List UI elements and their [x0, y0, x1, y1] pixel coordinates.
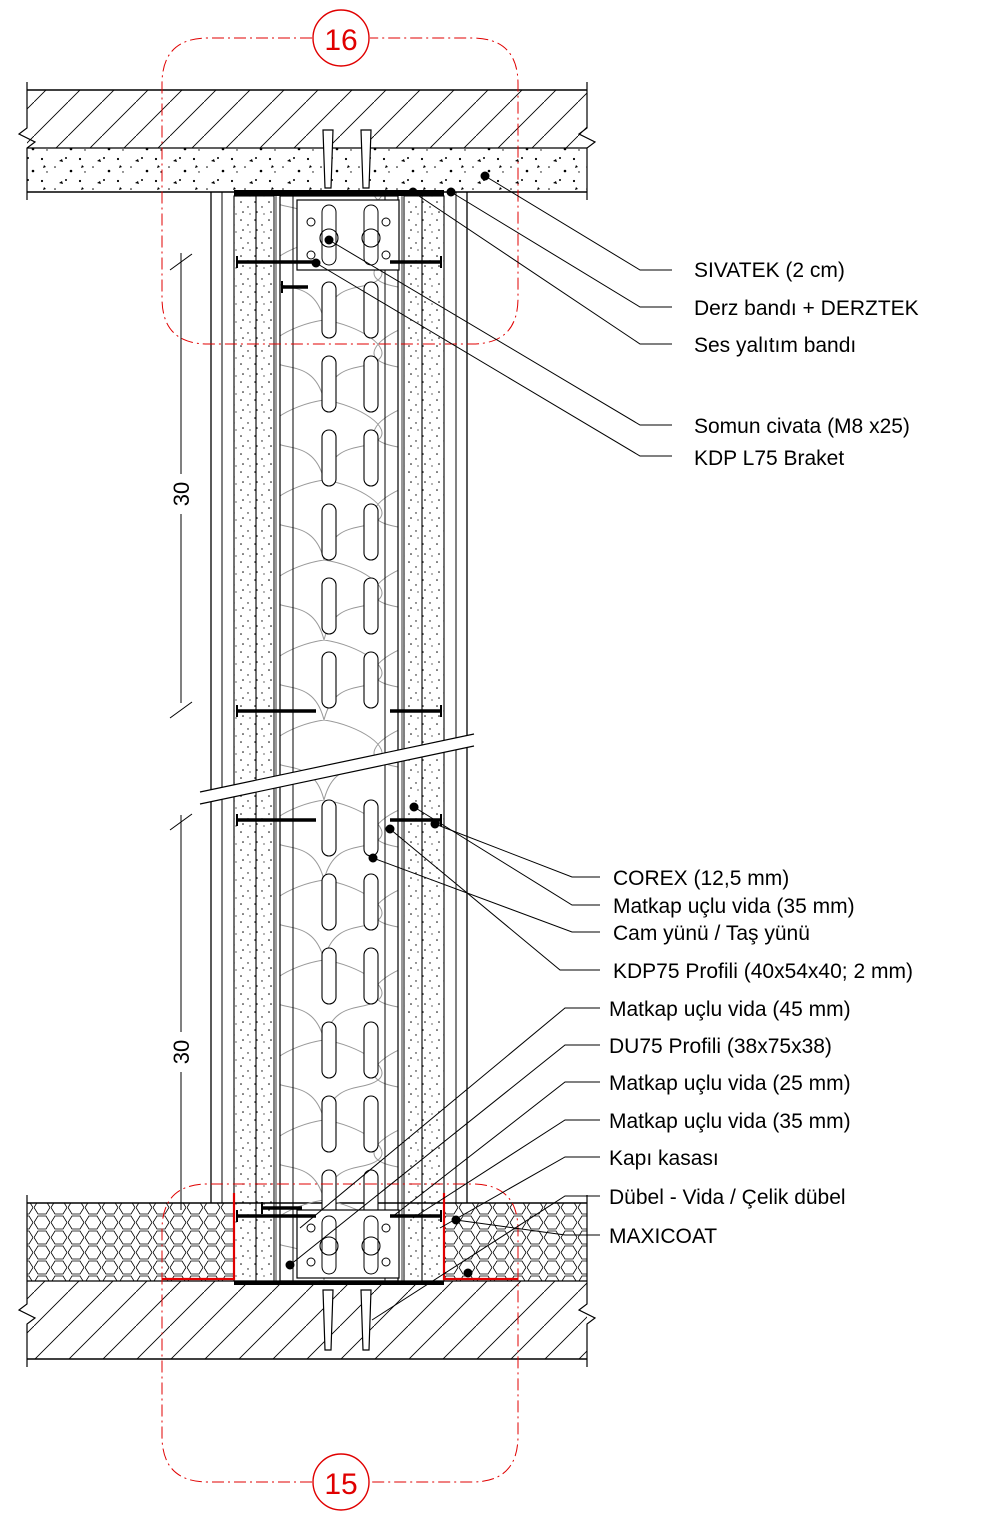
profile-slot [363, 577, 379, 635]
profile-slot [363, 947, 379, 1005]
callout-matkap-vida-45: Matkap uçlu vida (45 mm) [609, 998, 851, 1021]
detail-mark-top: 16 [324, 24, 357, 57]
profile-slot [321, 873, 337, 931]
dimension-upper: 30 [169, 482, 194, 506]
callout-kapi-kasasi: Kapı kasası [609, 1147, 719, 1170]
profile-slot [363, 873, 379, 931]
profile-slot [363, 1021, 379, 1079]
detail-outline-top [161, 9, 519, 345]
callouts-top: SIVATEK (2 cm) Derz bandı + DERZTEK Ses … [694, 259, 919, 470]
profile-slot [363, 281, 379, 339]
profile-slot [363, 429, 379, 487]
callouts-middle: COREX (12,5 mm) Matkap uçlu vida (35 mm)… [613, 867, 913, 983]
profile-slot [363, 799, 379, 857]
profile-slot [321, 355, 337, 413]
screw [281, 281, 308, 293]
profile-slot [321, 503, 337, 561]
dimension-lines [169, 253, 193, 1210]
profile-slot [363, 503, 379, 561]
break-line [199, 733, 475, 805]
profile-slot [363, 1095, 379, 1153]
callouts-bottom: Matkap uçlu vida (45 mm) DU75 Profili (3… [609, 998, 851, 1248]
door-frame [210, 192, 468, 1203]
anchors [322, 129, 372, 1351]
callout-du75-profili: DU75 Profili (38x75x38) [609, 1035, 832, 1058]
screw [236, 256, 316, 268]
screw [390, 705, 442, 717]
callout-cam-yunu: Cam yünü / Taş yünü [613, 922, 810, 945]
callout-matkap-vida-35-a: Matkap uçlu vida (35 mm) [613, 895, 855, 918]
screw [261, 1202, 302, 1214]
callout-kdp-l75-braket: KDP L75 Braket [694, 447, 844, 470]
screw [236, 814, 316, 826]
screw [236, 1210, 316, 1222]
profile-slot [321, 1021, 337, 1079]
profile-slot [363, 651, 379, 709]
callout-corex: COREX (12,5 mm) [613, 867, 789, 890]
callout-matkap-vida-25: Matkap uçlu vida (25 mm) [609, 1072, 851, 1095]
profile-slot [321, 1095, 337, 1153]
profile-slot [321, 799, 337, 857]
callout-matkap-vida-35-b: Matkap uçlu vida (35 mm) [609, 1110, 851, 1133]
detail-mark-bottom: 15 [324, 1468, 357, 1501]
profile-slot [321, 651, 337, 709]
maxicoat-lines [162, 1193, 518, 1281]
callout-kdp75-profili: KDP75 Profili (40x54x40; 2 mm) [613, 960, 913, 983]
profile-slot [321, 429, 337, 487]
detail-outline-bottom [161, 1183, 519, 1511]
callout-derz-bandi: Derz bandı + DERZTEK [694, 297, 919, 320]
callout-ses-yalitim-bandi: Ses yalıtım bandı [694, 334, 856, 357]
top-slab [17, 82, 597, 200]
screw [236, 705, 316, 717]
callout-somun-civata: Somun civata (M8 x25) [694, 415, 910, 438]
callout-dubel-vida: Dübel - Vida / Çelik dübel [609, 1186, 846, 1209]
profile-slot [363, 355, 379, 413]
callout-sivatek: SIVATEK (2 cm) [694, 259, 845, 282]
profile-slot [321, 947, 337, 1005]
leader-lines [285, 171, 672, 1321]
screw [390, 256, 442, 268]
callout-maxicoat: MAXICOAT [609, 1225, 717, 1248]
dimension-lower: 30 [169, 1040, 194, 1064]
profile-slot [321, 577, 337, 635]
wall-body [233, 190, 445, 1285]
profile-slot [321, 281, 337, 339]
